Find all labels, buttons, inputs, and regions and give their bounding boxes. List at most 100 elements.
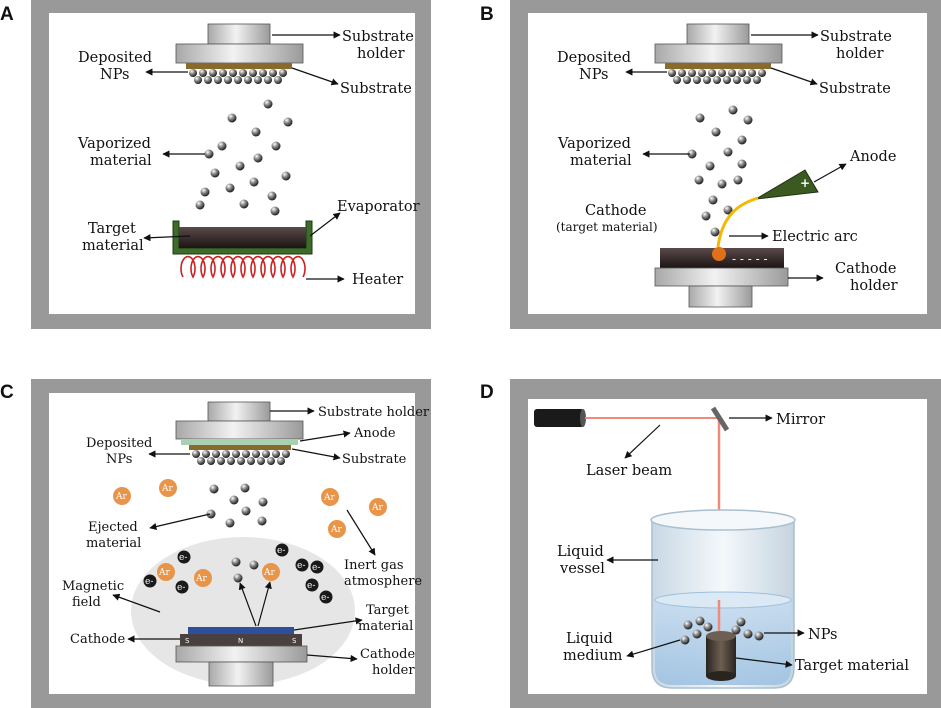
ar-atom-label: Ar <box>115 492 127 502</box>
label-target-2: material <box>82 238 144 254</box>
substrate <box>665 63 771 69</box>
arrow-substrate <box>291 67 339 86</box>
liquid-surface <box>654 591 792 609</box>
arrow-substrate <box>770 67 818 86</box>
ar-ion-label: Ar <box>263 568 275 578</box>
label-deposited-2: NPs <box>106 452 132 467</box>
substrate-holder-top <box>686 23 750 45</box>
substrate-holder-top <box>207 401 271 422</box>
label-deposited-1: Deposited <box>557 50 631 66</box>
ar-atom-label: Ar <box>371 503 383 513</box>
label-vessel-2: vessel <box>559 561 605 577</box>
ar-atom-label: Ar <box>161 484 173 494</box>
electron-label: e- <box>277 546 285 556</box>
substrate-holder-top <box>207 23 271 45</box>
label-magnetic-2: field <box>72 595 101 610</box>
deposited-nps <box>192 450 290 465</box>
label-deposited-2: NPs <box>100 67 130 83</box>
arrow-sputter-2 <box>257 581 272 627</box>
pole-s-left: S <box>185 637 190 645</box>
label-deposited-1: Deposited <box>86 436 152 451</box>
label-anode: Anode <box>849 149 896 165</box>
cathode-holder <box>654 267 789 287</box>
panel-c-letter: C <box>0 382 14 403</box>
label-substrate: Substrate <box>342 452 407 467</box>
pole-s-right: S <box>292 637 297 645</box>
label-target-1: Target <box>88 221 136 237</box>
electron-label: e- <box>297 561 305 571</box>
label-cathode-holder-2: holder <box>850 278 898 294</box>
label-medium-2: medium <box>563 648 623 664</box>
label-vaporized-2: material <box>570 153 632 169</box>
arrow-sputter-1 <box>238 582 257 627</box>
ar-atom <box>159 479 177 497</box>
label-cathode-1: Cathode <box>585 203 647 219</box>
label-cathode-holder-2: holder <box>372 663 415 678</box>
electron-label: e- <box>307 581 315 591</box>
arrow-laser-beam <box>624 424 661 459</box>
label-electric-arc: Electric arc <box>772 229 858 245</box>
ar-atom <box>321 488 339 506</box>
magnetron-target <box>188 627 294 634</box>
label-vessel-1: Liquid <box>557 544 604 560</box>
label-anode: Anode <box>353 426 396 441</box>
electron-label: e- <box>312 563 320 573</box>
electron-label: e- <box>321 593 329 603</box>
label-target-material: Target material <box>795 658 909 674</box>
target-bottom <box>706 671 736 681</box>
target-top <box>706 631 736 641</box>
electron-label: e- <box>145 577 153 587</box>
panel-b-letter: B <box>480 4 494 25</box>
electron-label: e- <box>177 583 185 593</box>
cathode-magnets <box>180 634 302 646</box>
label-cathode-2: (target material) <box>556 220 658 234</box>
label-cathode-holder-1: Cathode <box>835 261 897 277</box>
label-vaporized-1: Vaporized <box>77 136 151 152</box>
panel-b: B + - - - - - Substrate holder Deposited… <box>480 0 941 329</box>
vaporized-nps <box>195 99 293 216</box>
label-target-1: Target <box>366 603 410 618</box>
arrow-substrate <box>291 448 341 461</box>
arrow-medium <box>626 639 681 658</box>
label-ejected-1: Ejected <box>88 520 138 535</box>
arrow-anode <box>813 163 847 183</box>
label-inert-2: atmosphere <box>344 574 422 589</box>
label-vaporized-2: material <box>90 153 152 169</box>
label-substrate-holder-1: Substrate <box>342 29 414 45</box>
label-heater: Heater <box>352 272 403 288</box>
label-deposited-1: Deposited <box>78 50 152 66</box>
label-substrate-holder-1: Substrate <box>820 29 892 45</box>
ar-atom-label: Ar <box>323 493 335 503</box>
label-substrate: Substrate <box>819 81 891 97</box>
substrate <box>186 63 292 69</box>
ar-ion-label: Ar <box>158 568 170 578</box>
electron-label: e- <box>179 553 187 563</box>
substrate-holder <box>654 43 783 64</box>
arrow-magnetic-field <box>112 593 161 613</box>
label-substrate-holder: Substrate holder <box>318 405 430 420</box>
arrow-target <box>735 657 793 668</box>
panel-c: C Ar Ar Ar Ar Ar Ar Ar Ar e- e- e- e- e <box>0 379 431 708</box>
deposited-nps <box>189 69 287 84</box>
argon-atoms: Ar Ar Ar Ar Ar Ar Ar Ar <box>113 479 387 587</box>
label-cathode: Cathode <box>70 632 125 647</box>
cathode-holder <box>175 645 308 663</box>
ar-ion <box>157 563 175 581</box>
ar-ion <box>194 569 212 587</box>
label-target-2: material <box>358 619 413 634</box>
arrow-evaporator <box>309 212 341 237</box>
nps <box>680 616 764 645</box>
label-cathode-holder-1: Cathode <box>360 647 415 662</box>
anode-layer <box>181 439 298 445</box>
pole-n: N <box>238 637 243 645</box>
anode-plus-sign: + <box>800 176 810 190</box>
label-magnetic-1: Magnetic <box>62 579 124 594</box>
arrow-anode <box>299 430 351 442</box>
laser-source <box>534 409 584 427</box>
label-mirror: Mirror <box>776 412 825 428</box>
label-vaporized-1: Vaporized <box>557 136 631 152</box>
heater-coil <box>180 255 306 279</box>
electrons: e- e- e- e- e- e- e- e- <box>143 543 333 604</box>
ar-atom <box>369 498 387 516</box>
cathode-holder-base <box>688 285 753 308</box>
